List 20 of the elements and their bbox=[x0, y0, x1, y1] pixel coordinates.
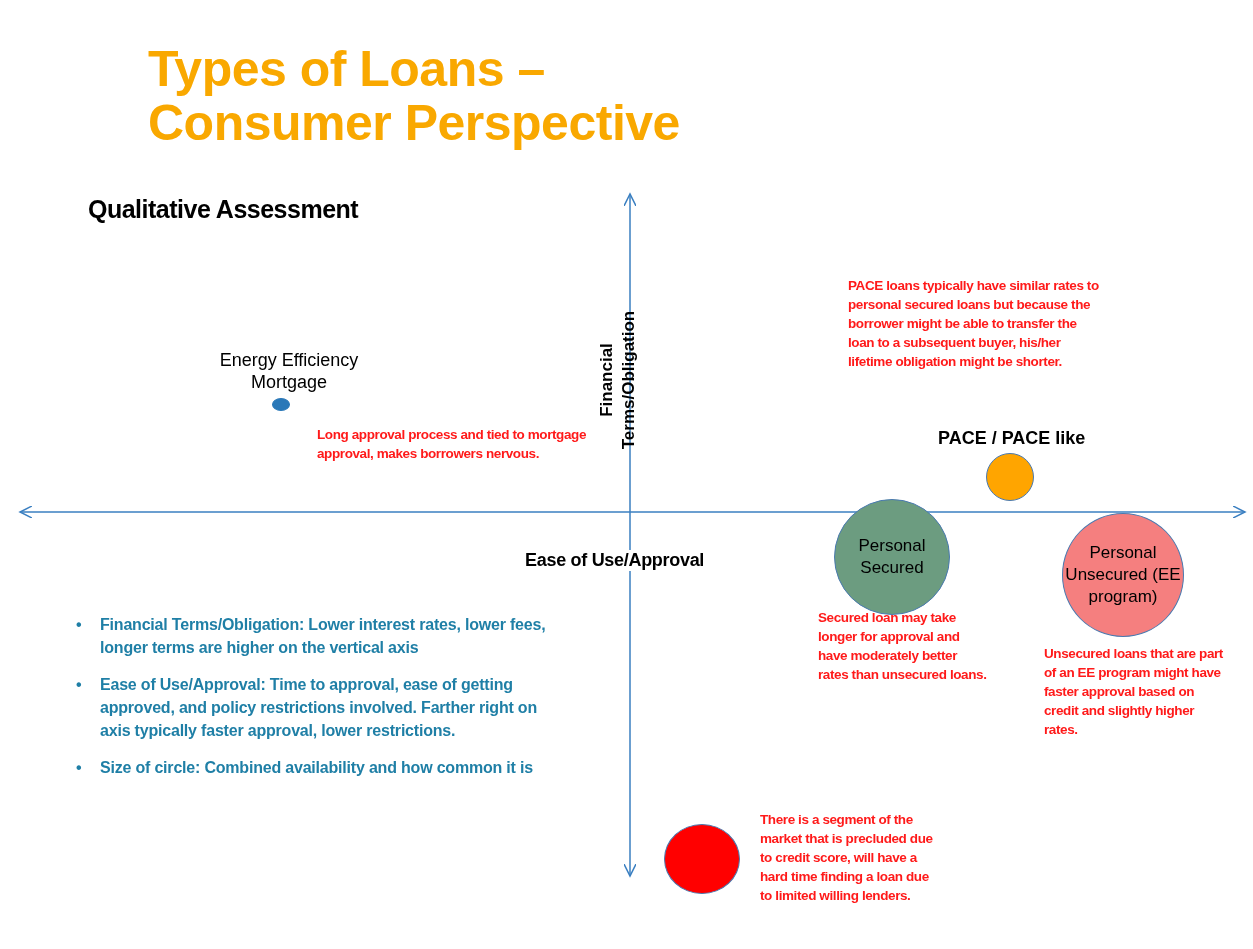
bullet-marker: • bbox=[76, 615, 82, 635]
bullet-text: Ease of Use/Approval: Time to approval, ease of getting approved, and policy restrictions involved. Farther right on axis typically faster approval, lower restrictions. bbox=[100, 675, 538, 741]
bubble-label: Personal Unsecured (EE program) bbox=[1064, 542, 1182, 608]
annotation-text: PACE loans typically have similar rates to personal secured loans but because the borrower might be able to transfer the loan to a subsequent buyer, his/her lifetime obligation might be shorter. bbox=[848, 277, 1100, 371]
annotation-text: Unsecured loans that are part of an EE program might have faster approval based on credit and slightly higher rates. bbox=[1044, 645, 1224, 739]
bubble-label: Energy Efficiency Mortgage bbox=[218, 349, 360, 393]
bubble-label: PACE / PACE like bbox=[938, 427, 1087, 449]
bullet-marker: • bbox=[76, 758, 82, 778]
bullet-text: Size of circle: Combined availability and how common it is bbox=[100, 758, 534, 778]
bullet-text: Financial Terms/Obligation: Lower interest rates, lower fees, longer terms are higher on the vertical axis bbox=[100, 615, 547, 658]
annotation-text: Long approval process and tied to mortgage approval, makes borrowers nervous. bbox=[317, 426, 587, 463]
bubble-label: Personal Secured bbox=[857, 535, 927, 579]
axis-label: Financial Terms/Obligation bbox=[596, 309, 639, 452]
annotation-text: Secured loan may take longer for approval and have moderately better rates than unsecured loans. bbox=[818, 609, 988, 684]
bubble bbox=[272, 398, 290, 411]
heading: Qualitative Assessment bbox=[88, 195, 359, 224]
annotation-text: There is a segment of the market that is precluded due to credit score, will have a hard time finding a loan due to limited willing lenders. bbox=[760, 811, 934, 905]
bullet-marker: • bbox=[76, 675, 82, 695]
title: Types of Loans – Consumer Perspective bbox=[148, 42, 681, 150]
bubble bbox=[986, 453, 1034, 501]
